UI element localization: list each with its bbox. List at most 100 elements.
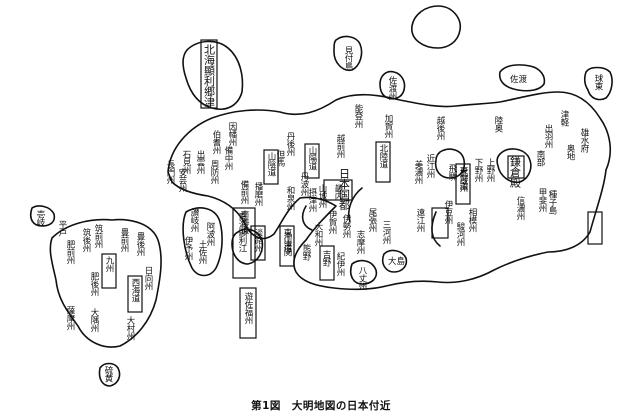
tajima-label: 但馬 <box>275 149 285 167</box>
tosando-box <box>279 225 295 267</box>
yamashiro-label: 山城州 <box>317 183 327 208</box>
hatsuto-label: 見付島 <box>343 46 353 71</box>
tosa-label: 土佐州 <box>197 239 207 264</box>
nankaido-label: 南海道 <box>239 209 249 235</box>
noto-label: 能登州 <box>353 103 363 128</box>
kenkishima-outline <box>333 35 363 72</box>
omi-label: 近江州 <box>425 153 435 178</box>
saikaido-box <box>127 275 143 313</box>
kinai-box <box>323 179 353 201</box>
hokkai-title-box <box>200 39 218 109</box>
echizen-label: 越前州 <box>335 133 345 158</box>
nagato-label: 長門州 <box>165 160 175 184</box>
mutsu-label: 陸奥 <box>493 115 503 133</box>
awa-label: 阿波州 <box>205 222 215 246</box>
izumi-label: 和泉州 <box>285 186 295 210</box>
inaba-label: 因幡州 <box>227 122 237 146</box>
oomurasu-label: 大村州 <box>125 315 135 340</box>
chikuzen-label: 筑前州 <box>93 223 103 248</box>
kamakura-circle-outline <box>496 148 532 184</box>
bizen-label: 備前州 <box>239 179 249 204</box>
osumi-label: 大隅州 <box>89 307 99 332</box>
tanba-label: 丹波州 <box>299 172 309 196</box>
totomi-label: 遠江州 <box>415 207 425 232</box>
bungo-label: 豊後州 <box>135 231 145 256</box>
kyushu-box <box>101 253 117 289</box>
sado-right-label: 佐渡 <box>510 74 528 85</box>
kusarishima-label: 佐渡州 <box>387 75 397 100</box>
nanbu-label: 南部 <box>535 149 545 167</box>
setsu-box <box>507 155 525 179</box>
sagami-label: 相模州 <box>467 207 477 232</box>
hida-label: 飛騨 <box>447 164 457 181</box>
hizen-label: 肥前州 <box>65 240 75 264</box>
kinai-label: 畿内 <box>333 183 343 201</box>
harima-label: 播磨州 <box>253 181 263 206</box>
tsushima-kaido-label: 冲津関 <box>282 231 292 257</box>
dewa-label: 出羽州 <box>543 123 553 148</box>
west-small-island-outline <box>434 148 466 179</box>
suo-label: 周防州 <box>209 160 219 184</box>
nankaido-box <box>232 207 256 279</box>
hachijo-label: 八丈州 <box>357 266 367 290</box>
saikaido-label: 西海道 <box>130 278 140 303</box>
inner-line-3 <box>431 211 441 247</box>
yoshino-label: 吉野 <box>321 250 331 266</box>
hokkai-island-outline <box>182 40 244 110</box>
iou-label: 硫黄 <box>103 365 113 383</box>
sado-outline <box>379 70 406 100</box>
nankai-kyouri-label: 南海顯利江 <box>237 211 247 253</box>
shikoku-outline <box>182 207 223 277</box>
kanjo-box <box>250 225 266 261</box>
nihon-kokuto-label: 日本国都 <box>338 168 351 210</box>
tokaido-box <box>375 141 391 183</box>
eastland-label: 奥地 <box>565 143 575 160</box>
kyushu-label: 九州 <box>104 256 114 272</box>
izumo-label: 出雲州 <box>195 149 205 174</box>
iyo-island-outline <box>29 205 56 227</box>
hokuriku-label: 北陸道 <box>378 144 388 169</box>
owari-label: 尾張州 <box>367 208 377 232</box>
shima-label: 志摩州 <box>355 229 365 254</box>
sai-no-tsu-label: 遊佐福州 <box>243 291 253 324</box>
saitama-box <box>319 245 335 281</box>
iyo-label: 伊予州 <box>183 235 193 260</box>
musashi-label: 武蔵州 <box>458 167 468 192</box>
iwami-label: 石見州 <box>181 150 191 174</box>
higo-label: 肥後州 <box>89 272 99 296</box>
aki-label: 安芸州 <box>177 167 187 192</box>
kamakura-label: 鎌倉殿 <box>509 155 522 189</box>
sanin-box <box>263 149 279 185</box>
hoki-label: 伯耆州 <box>211 129 221 154</box>
kai-label: 甲斐州 <box>537 188 547 212</box>
izu-label: 伊豆州 <box>443 199 453 224</box>
hirado-label: 平戸 <box>57 220 67 237</box>
satsuma-label: 薩摩州 <box>65 305 75 330</box>
inner-line-2 <box>347 187 363 223</box>
ooshima-label: 大島 <box>388 256 406 267</box>
sanuki-label: 讃岐州 <box>189 207 199 232</box>
bitchu-label: 備中州 <box>223 145 233 170</box>
inner-line-1 <box>301 205 313 231</box>
iou-island-outline <box>98 362 121 387</box>
ooshima-outline <box>381 249 408 273</box>
mikawa-label: 三河州 <box>381 220 391 244</box>
sai-no-tsu-box <box>239 287 257 339</box>
hokuriku-box <box>304 143 320 179</box>
kyuuzo-label: 球東 <box>593 73 603 91</box>
chikugo-label: 筑後州 <box>81 227 91 252</box>
kyuuzo-outline <box>583 66 613 101</box>
hachijo-outline <box>349 259 378 285</box>
sado-right-outline <box>498 64 546 92</box>
suruga-label: 駿河州 <box>455 221 465 246</box>
iki-label: 壱岐 <box>35 209 45 227</box>
tokaido-label: 東海道 <box>458 165 468 191</box>
uzumori-label: 雄水府 <box>579 127 589 153</box>
iga-label: 伊賀州 <box>327 209 337 234</box>
shinano-label: 信濃州 <box>515 195 525 220</box>
figure-caption: 第1図 大明地図の日本付近 <box>251 400 391 412</box>
mino-label: 美濃州 <box>413 159 423 184</box>
sanin-label: 山陰道 <box>266 151 276 177</box>
east-rect-island <box>587 211 603 245</box>
